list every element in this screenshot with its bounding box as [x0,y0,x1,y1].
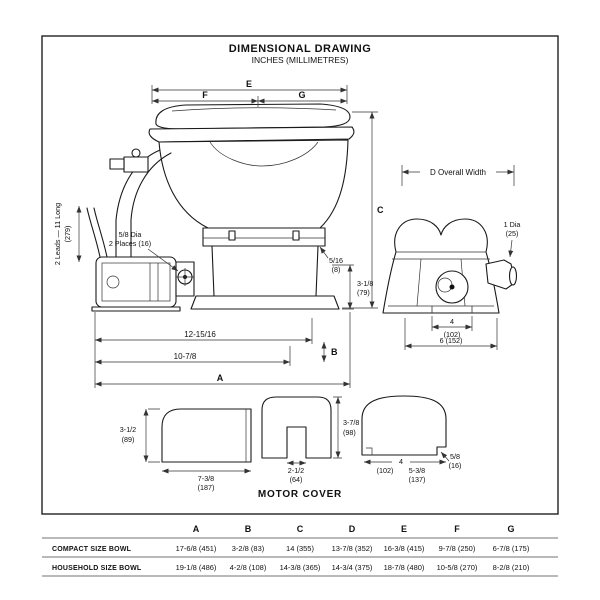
dimension-annotations: E F G C D Overall Width 1 Dia (25) 2 Lea… [53,79,520,388]
cover-height-mm: (89) [122,435,135,444]
motor-cover-dome-view: 4 (102) 5-3/8 (137) 5/8 (16) [361,395,462,484]
cell-household-d: 14-3/4 (375) [332,563,373,572]
riser-label: 3-1/8 [357,279,373,288]
table-row: COMPACT SIZE BOWL 17-6/8 (451) 3-2/8 (83… [52,544,530,553]
rear-wide-label: 6 (152) [440,336,463,345]
cell-compact-d: 13-7/8 (352) [332,544,373,553]
col-header-e: E [401,524,407,534]
bolt-dia-label: 5/8 Dia [119,230,142,239]
page-subtitle: INCHES (MILLIMETRES) [252,55,349,65]
drawing-border [41,35,559,515]
col-header-a: A [193,524,200,534]
leads-mm: (279) [63,226,72,243]
dim-g-label: G [298,90,305,100]
pedestal-bolt-right [292,230,300,241]
riser-mm: (79) [357,288,370,297]
bolt-places-label: 2 Places (16) [109,239,151,248]
spec-table: A B C D E F G COMPACT SIZE BOWL 17-6/8 (… [42,524,558,577]
dome-width-label: 5-3/8 [409,466,425,475]
discharge-dia-label: 1 Dia [504,220,521,229]
dim-f-label: F [202,90,208,100]
dome-notch-mm: (16) [449,461,462,470]
cover-height-label: 3-1/2 [120,425,136,434]
gap-mm: (8) [332,265,341,274]
cell-household-b: 4-2/8 (108) [230,563,267,572]
dim-b-label: B [331,347,338,357]
cover-front-height-mm: (98) [343,428,356,437]
rear-narrow-label: 4 [450,317,454,326]
cell-household-e: 18-7/8 (480) [384,563,425,572]
dome-inner-mm: (102) [377,466,394,475]
col-header-b: B [245,524,252,534]
motor-cover-front-view: 2-1/2 (64) 3-7/8 (98) [261,396,359,484]
cover-slot-label: 2-1/2 [288,466,304,475]
cell-compact-c: 14 (355) [286,544,314,553]
row-label-compact: COMPACT SIZE BOWL [52,546,132,553]
cover-front-height-label: 3-7/8 [343,418,359,427]
dome-width-mm: (137) [409,475,426,484]
cell-compact-g: 6-7/8 (175) [493,544,530,553]
dome-notch-label: 5/8 [450,452,460,461]
col-header-g: G [507,524,514,534]
pump-motor-body [95,256,177,308]
toilet-side-view [86,103,355,312]
cell-compact-a: 17-6/8 (451) [176,544,217,553]
dim-a-label: A [217,373,224,383]
depth-lower-label: 10-7/8 [174,352,197,361]
cell-household-c: 14-3/8 (365) [280,563,321,572]
table-row: HOUSEHOLD SIZE BOWL 19-1/8 (486) 4-2/8 (… [52,563,530,572]
inlet-valve [123,156,149,173]
dim-e-label: E [246,79,252,89]
cover-width-mm: (187) [198,483,215,492]
motor-cover-heading: MOTOR COVER [258,489,342,500]
discharge-dia-mm: (25) [506,229,519,238]
col-header-c: C [297,524,304,534]
col-header-d: D [349,524,356,534]
cell-household-f: 10-5/8 (270) [437,563,478,572]
dim-c-label: C [377,205,384,215]
leads-label: 2 Leads — 11 Long [53,203,62,265]
dim-d-label: D Overall Width [430,168,486,177]
cell-household-a: 19-1/8 (486) [176,563,217,572]
cell-household-g: 8-2/8 (210) [493,563,530,572]
dome-inner-label: 4 [399,457,403,466]
cell-compact-f: 9-7/8 (250) [439,544,476,553]
col-header-f: F [454,524,460,534]
page-title: DIMENSIONAL DRAWING [229,43,372,55]
depth-upper-label: 12-15/16 [184,330,216,339]
cover-width-label: 7-3/8 [198,474,214,483]
gap-label: 5/16 [329,256,343,265]
row-label-household: HOUSEHOLD SIZE BOWL [52,565,142,572]
cell-compact-e: 16-3/8 (415) [384,544,425,553]
cover-slot-mm: (64) [290,475,303,484]
motor-cover-side-view: 3-1/2 (89) 7-3/8 (187) [120,408,252,492]
rear-narrow-mm: (102) [444,330,461,339]
toilet-rear-view [382,218,518,314]
pedestal-bolt-left [228,230,236,241]
cell-compact-b: 3-2/8 (83) [232,544,265,553]
